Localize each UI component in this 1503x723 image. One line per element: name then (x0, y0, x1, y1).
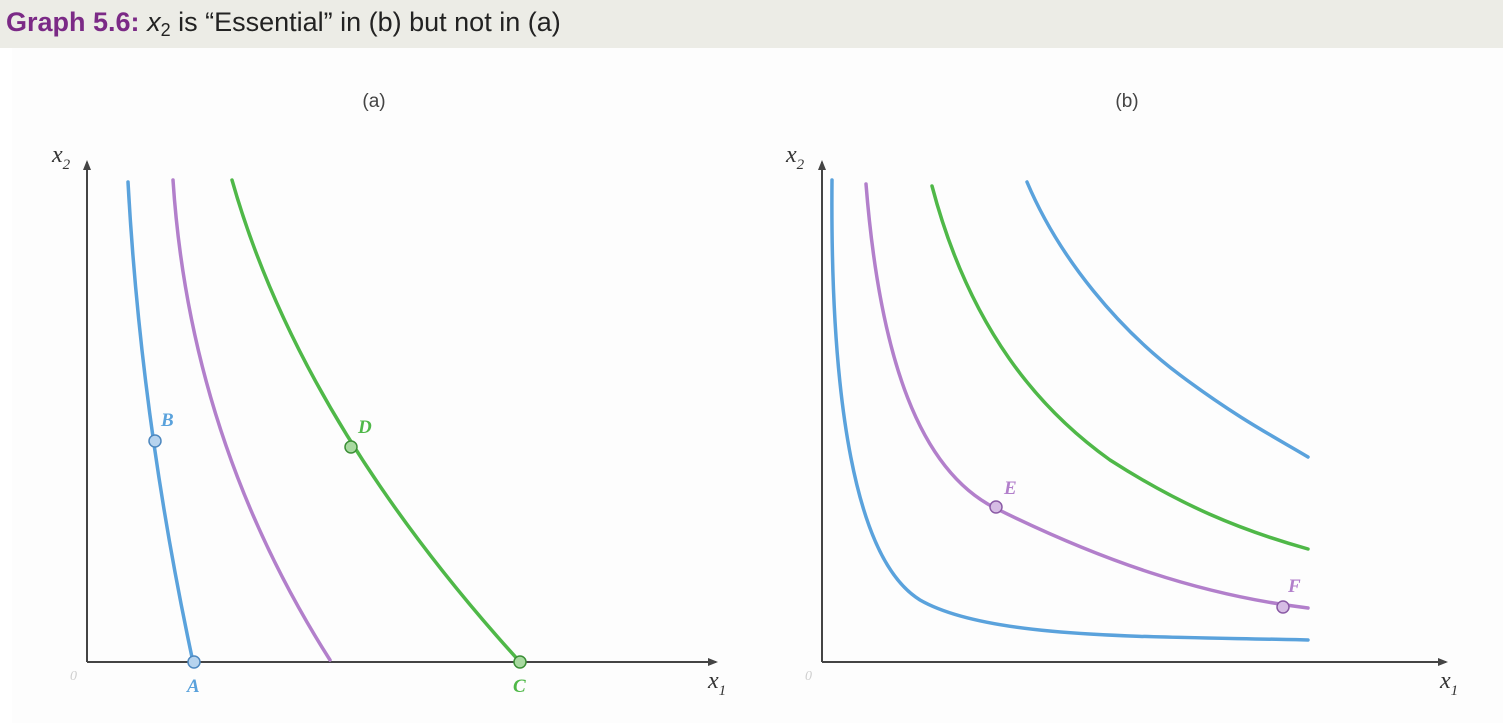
title-variable: x (147, 7, 161, 37)
title-variable-subscript: 2 (160, 20, 171, 40)
panel-a-indifference-curve-3 (230, 178, 522, 664)
point-b-marker (148, 434, 162, 448)
point-f-label: F (1287, 576, 1301, 597)
panel-a-origin: 0 (70, 669, 77, 684)
point-d-label: D (357, 417, 372, 438)
point-f-marker (1276, 600, 1290, 614)
panel-b-origin: 0 (805, 669, 812, 684)
figure-area (12, 48, 1503, 723)
header-bar: Graph 5.6: x2 is “Essential” in (b) but … (0, 0, 1503, 48)
panel-b-indifference-curve-1 (830, 178, 1310, 642)
point-c-marker (513, 655, 527, 669)
panel-b-x-axis-label: x1 (1439, 668, 1458, 699)
point-a-marker (187, 655, 201, 669)
title-text: is “Essential” in (b) but not in (a) (170, 7, 561, 37)
point-d-marker (344, 440, 358, 454)
panel-a-indifference-curve-2 (171, 178, 332, 662)
point-a-label: A (186, 676, 200, 697)
point-e-label: E (1003, 478, 1017, 499)
panel-a: (a) x2 x1 0 B A D C (51, 91, 726, 699)
panel-b-y-axis-label: x2 (785, 142, 805, 173)
point-c-label: C (513, 676, 526, 697)
panel-a-label: (a) (362, 91, 385, 112)
panel-b: (b) x2 x1 0 E F (785, 91, 1458, 699)
panel-b-indifference-curve-4 (1025, 180, 1310, 459)
point-b-label: B (160, 410, 174, 431)
point-e-marker (989, 500, 1003, 514)
panel-a-x-axis-label: x1 (707, 668, 726, 699)
panel-a-indifference-curve-1 (126, 180, 195, 664)
figure-number: Graph 5.6: (6, 7, 140, 37)
figure-title: Graph 5.6: x2 is “Essential” in (b) but … (6, 4, 561, 48)
panel-b-indifference-curve-2 (864, 182, 1310, 610)
panel-b-label: (b) (1115, 91, 1138, 112)
panel-b-indifference-curve-3 (930, 184, 1310, 551)
panel-a-y-axis-label: x2 (51, 142, 71, 173)
